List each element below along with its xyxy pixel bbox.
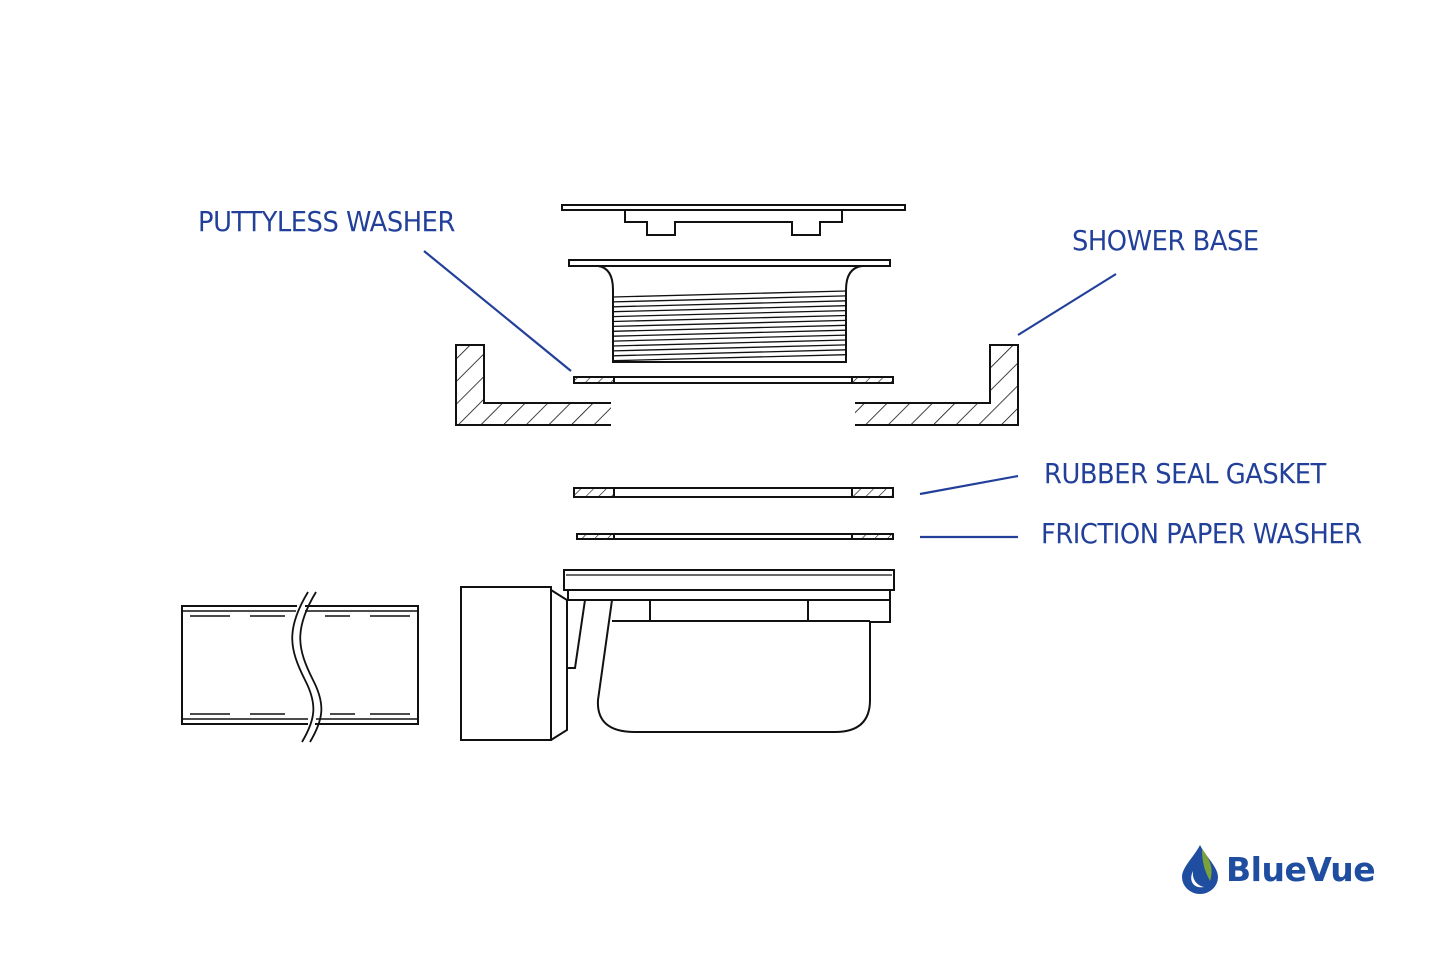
thread-line (612, 290, 847, 298)
drain-grate (561, 204, 906, 236)
shower-base (455, 344, 1019, 426)
friction-paper-washer (576, 533, 894, 540)
label-rubber-seal-gasket: RUBBER SEAL GASKET (1044, 457, 1326, 490)
thread-line (612, 309, 847, 318)
bluevue-logo: BlueVue (1180, 843, 1376, 895)
rubber-seal-gasket (573, 487, 894, 498)
thread-line (612, 314, 847, 323)
leader-rubber-seal-gasket (919, 474, 1019, 496)
thread-line (612, 324, 847, 332)
thread-line (612, 295, 847, 303)
label-friction-paper-washer: FRICTION PAPER WASHER (1041, 517, 1362, 550)
thread-line (612, 339, 847, 347)
water-drop-icon (1182, 845, 1218, 894)
thread-line (612, 329, 847, 337)
label-shower-base: SHOWER BASE (1072, 224, 1259, 257)
thread-line (612, 305, 847, 313)
leader-shower-base (1017, 273, 1117, 336)
puttyless-washer (573, 376, 894, 384)
thread-line (612, 344, 847, 352)
thread-line (612, 354, 847, 362)
thread-line (612, 300, 847, 308)
label-puttyless-washer: PUTTYLESS WASHER (198, 205, 455, 238)
thread-line (612, 319, 847, 328)
waste-pipe (181, 591, 419, 743)
thread-line (612, 349, 847, 357)
drain-body (568, 259, 891, 363)
trap-body (460, 569, 895, 741)
leader-puttyless-washer (423, 250, 572, 372)
logo-text: BlueVue (1226, 849, 1376, 889)
thread-line (612, 334, 847, 342)
